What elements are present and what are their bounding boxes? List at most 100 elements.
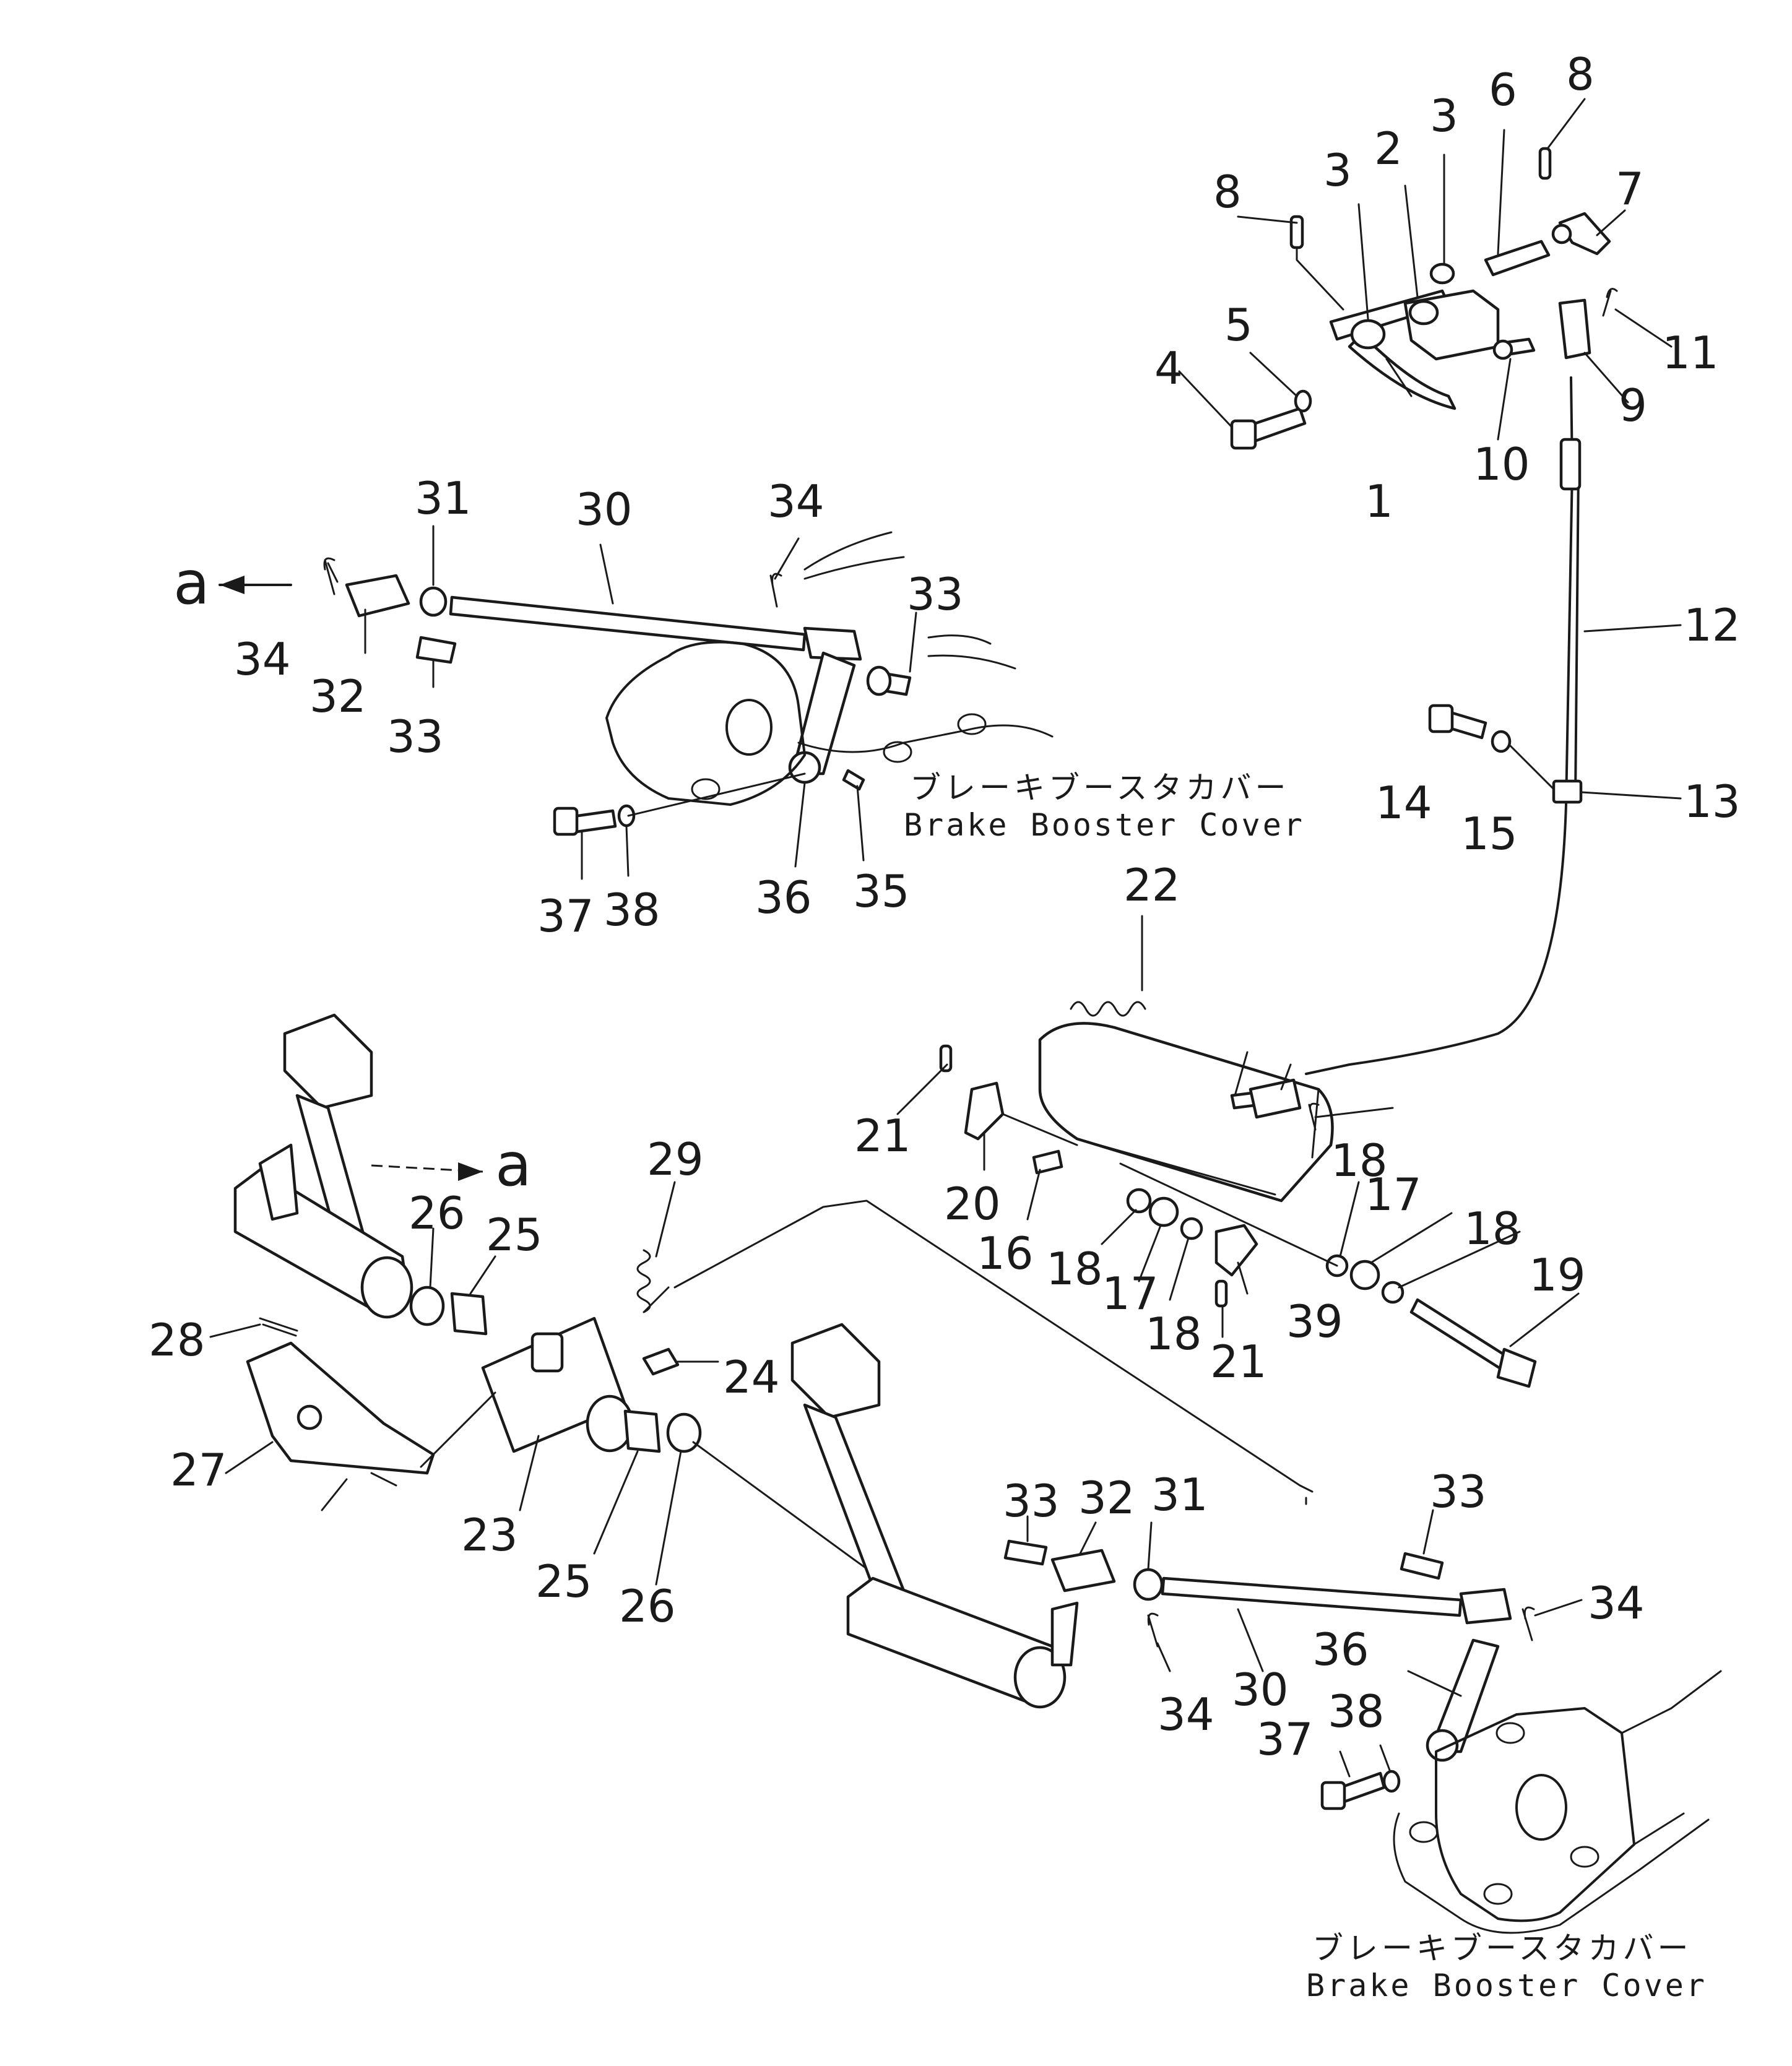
leader-28: [209, 1323, 261, 1338]
nipple-24: [642, 1347, 680, 1376]
part-labels: 1 2 3 3 4 5 6 7 8 8 9 10 11 12 13 14 15 …: [149, 48, 1741, 1765]
cotter-34-upper-left: [323, 557, 335, 595]
part-label-26-left: 26: [409, 1187, 465, 1239]
part-label-17-a: 17: [1102, 1268, 1159, 1320]
booster-cover-upper-edge2: [927, 634, 1016, 670]
nut-31-lower: [1133, 1568, 1164, 1601]
part-label-31-upper: 31: [415, 472, 472, 524]
cotter-11-top: [1602, 288, 1618, 317]
spring-22: [1070, 1001, 1146, 1017]
drawing-upper-right-lever-assembly: [1230, 147, 1618, 1075]
part-label-1: 1: [1365, 475, 1393, 527]
pin-33-lower-left: [1003, 1539, 1048, 1566]
part-label-34-lower-left: 34: [1158, 1688, 1214, 1740]
leader-15-13: [1509, 745, 1555, 790]
leader-34-upper-right: [774, 537, 800, 580]
spring-pin-8-left: [1289, 215, 1304, 249]
pin-28: [259, 1317, 298, 1337]
washer-18-a: [1126, 1188, 1152, 1214]
part-label-32-upper: 32: [309, 670, 366, 722]
leader-13: [1580, 791, 1682, 800]
clevis-32-lower: [1050, 1549, 1116, 1593]
bushing-17-a: [1148, 1196, 1179, 1227]
nut-31-upper: [419, 586, 448, 617]
leader-30-lower: [1237, 1608, 1264, 1672]
part-label-34-upper-right: 34: [768, 475, 825, 527]
booster-cover-upper-boss1: [957, 713, 987, 735]
part-label-18-d: 18: [1464, 1203, 1521, 1255]
spring-pin-8-right: [1538, 147, 1552, 180]
part-label-33-upper-left: 33: [387, 711, 444, 763]
leader-10-top: [1497, 358, 1512, 441]
part-label-8-right: 8: [1566, 48, 1595, 100]
part-label-15: 15: [1461, 808, 1518, 860]
leader-23: [519, 1435, 540, 1511]
leader-17-b: [1370, 1212, 1453, 1264]
part-label-16: 16: [977, 1227, 1034, 1279]
leader-8-left: [1237, 215, 1344, 311]
part-label-39: 39: [1286, 1295, 1343, 1347]
leader-7: [1596, 209, 1626, 236]
part-label-29: 29: [647, 1133, 704, 1185]
cable-12-sleeve: [1574, 469, 1580, 800]
bushing-3-left: [1350, 319, 1386, 350]
pedal-right-pad: [790, 1323, 881, 1419]
bolt-37-upper-head: [553, 806, 579, 836]
part-label-30-lower: 30: [1232, 1664, 1289, 1716]
arm-36-lower-hub: [1426, 1729, 1459, 1762]
clevis-32-upper: [345, 574, 410, 618]
pin-33-upper-left: [415, 636, 457, 664]
booster-cover-upper-boss3: [691, 778, 721, 800]
part-label-21-upper: 21: [854, 1110, 911, 1162]
caption-lower-en: Brake Booster Cover: [1306, 1968, 1707, 2003]
cotter-11-mid: [1308, 1102, 1320, 1131]
leader-2: [1404, 184, 1419, 298]
pedal-left-bracket: [258, 1143, 299, 1221]
part-label-5: 5: [1224, 299, 1253, 351]
drawing-left-pedal-assembly: [233, 1013, 1314, 1623]
leader-11-mid: [1314, 1107, 1394, 1118]
bushing-25-left: [450, 1292, 488, 1336]
part-label-33-lower-right: 33: [1430, 1466, 1487, 1518]
part-label-19: 19: [1529, 1249, 1586, 1301]
booster-cover-lower-boss4: [1495, 1722, 1525, 1744]
cable-12-end: [1559, 438, 1582, 491]
leader-10-mid: [1234, 1051, 1249, 1097]
part-label-6: 6: [1489, 64, 1517, 116]
leader-8-right: [1546, 98, 1586, 150]
leader-lines: [209, 98, 1682, 1778]
part-label-38-lower: 38: [1328, 1685, 1385, 1737]
booster-cover-lower-edge: [1621, 1670, 1722, 1846]
caption-upper-en: Brake Booster Cover: [904, 807, 1305, 843]
leader-17-a: [1138, 1224, 1162, 1282]
part-label-23: 23: [461, 1509, 518, 1561]
part-label-7: 7: [1616, 163, 1644, 215]
arm-36-lower: [1428, 1638, 1500, 1753]
view-arrow-upper-head: [220, 576, 245, 594]
rod-30-lower: [1161, 1576, 1463, 1617]
cable-12: [1305, 376, 1573, 1075]
leader-35: [856, 785, 865, 862]
leader-38-lower: [1379, 1744, 1391, 1771]
leader-21-upper: [896, 1063, 948, 1115]
leader-1: [1385, 358, 1413, 397]
pedal-left-hub-bore: [360, 1256, 413, 1319]
part-label-3-right: 3: [1430, 90, 1458, 142]
leader-34-lower-left: [1156, 1642, 1171, 1672]
washer-18-b: [1180, 1217, 1203, 1240]
leader-33-lower-right: [1422, 1509, 1434, 1555]
leader-16: [1026, 1169, 1041, 1221]
part-label-24: 24: [723, 1351, 780, 1403]
booster-cover-lower-boss2: [1483, 1883, 1513, 1905]
part-label-35: 35: [853, 865, 910, 917]
part-label-30-upper: 30: [576, 483, 633, 535]
part-label-37-lower: 37: [1257, 1713, 1314, 1765]
part-label-22: 22: [1123, 859, 1180, 911]
part-label-25-lower: 25: [535, 1555, 592, 1607]
shaft-centerline: [1002, 1113, 1338, 1267]
booster-cover-upper-edge: [803, 531, 905, 580]
clamp-13: [1552, 779, 1583, 804]
shaft-19-end: [1496, 1347, 1537, 1388]
drawing-lower-right-pedal-and-booster: [790, 1323, 1722, 1934]
leader-25-left: [469, 1255, 496, 1295]
